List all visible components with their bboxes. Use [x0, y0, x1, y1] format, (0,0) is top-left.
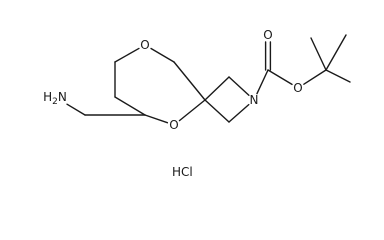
bond-cc-o4 — [267, 69, 293, 86]
bond-o1-c2 — [114, 47, 140, 63]
bond-tb-m3 — [325, 69, 351, 83]
bond-c1-o1 — [150, 47, 175, 63]
atom-label-n: N — [250, 93, 259, 107]
bond-sp-a1 — [204, 76, 230, 101]
bond-a2-sp — [204, 99, 230, 123]
bond-o2-sp — [178, 99, 206, 122]
bond-a1-n — [228, 76, 250, 96]
atom-label-o4: O — [293, 81, 302, 95]
bond-n-cc — [256, 69, 269, 95]
bond-c3-c4 — [114, 96, 146, 116]
salt-label: HCl — [172, 165, 193, 179]
atom-label-o1: O — [140, 38, 149, 52]
bond-cm-nh2 — [66, 103, 86, 116]
bond-c4-o2 — [144, 114, 169, 124]
atom-labels: O O N O O H2N — [43, 28, 303, 132]
bond-tb-m2 — [325, 34, 347, 71]
bonds — [66, 34, 351, 124]
atom-label-o2: O — [169, 118, 178, 132]
bond-n-a2 — [228, 103, 250, 123]
atom-label-nh2: H2N — [43, 90, 67, 107]
bond-tb-m1 — [310, 37, 327, 71]
bond-o4-tb — [303, 69, 327, 85]
chemical-structure-diagram: O O N O O H2N HCl — [43, 28, 351, 179]
atom-label-o3: O — [263, 28, 272, 42]
bond-sp-c1 — [173, 61, 206, 101]
